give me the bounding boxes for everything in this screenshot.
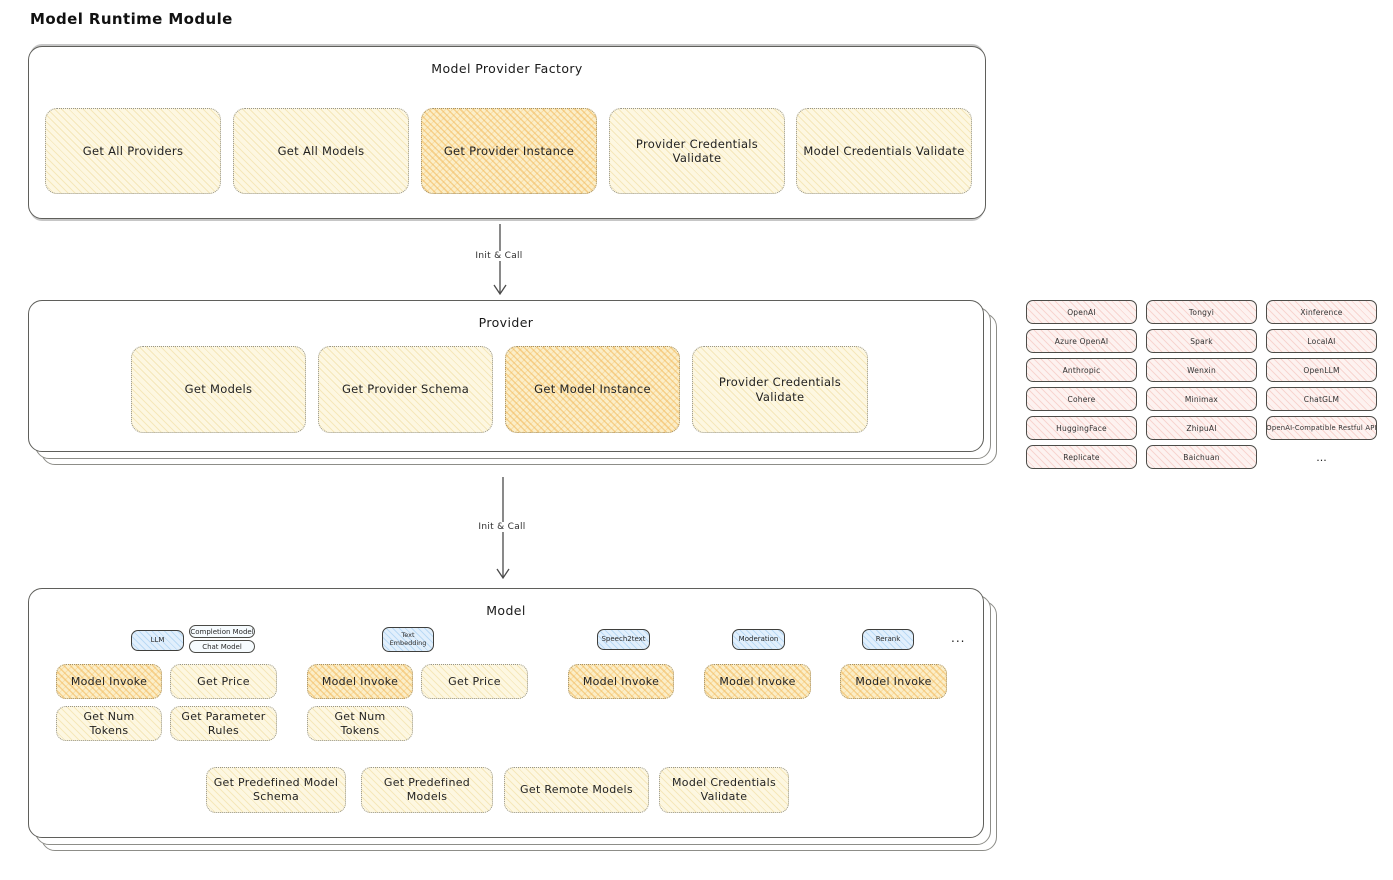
factory-container: Model Provider Factory Get All Providers… [28, 46, 986, 219]
model-box-get-parameter-rules: Get Parameter Rules [170, 706, 277, 741]
model-box-invoke-llm: Model Invoke [56, 664, 162, 699]
tags-ellipsis: ... [951, 631, 966, 645]
provider-list-ellipsis: ... [1316, 450, 1327, 464]
provider-chip-huggingface: HuggingFace [1026, 416, 1137, 440]
tag-completion-model: Completion Model [189, 625, 255, 638]
tag-moderation: Moderation [732, 629, 785, 650]
provider-box-get-provider-schema: Get Provider Schema [318, 346, 493, 433]
model-box-get-price-embedding: Get Price [421, 664, 528, 699]
provider-title: Provider [478, 315, 534, 330]
model-container: Model LLM Completion Model Chat Model Te… [28, 588, 984, 838]
model-box-get-price-llm: Get Price [170, 664, 277, 699]
provider-chip-tongyi: Tongyi [1146, 300, 1257, 324]
arrow-down-icon [492, 224, 508, 300]
model-box-invoke-speech2text: Model Invoke [568, 664, 674, 699]
page-title: Model Runtime Module [30, 10, 233, 28]
provider-chip-minimax: Minimax [1146, 387, 1257, 411]
provider-chip-chatglm: ChatGLM [1266, 387, 1377, 411]
provider-container: Provider Get Models Get Provider Schema … [28, 300, 984, 452]
provider-box-get-model-instance: Get Model Instance [505, 346, 680, 433]
provider-chip-cohere: Cohere [1026, 387, 1137, 411]
model-title: Model [486, 603, 526, 618]
provider-box-get-models: Get Models [131, 346, 306, 433]
provider-box-provider-credentials-validate: Provider Credentials Validate [692, 346, 868, 433]
provider-chip-wenxin: Wenxin [1146, 358, 1257, 382]
factory-box-provider-credentials-validate: Provider Credentials Validate [609, 108, 785, 194]
model-box-get-num-tokens-embedding: Get Num Tokens [307, 706, 413, 741]
model-box-model-credentials-validate: Model Credentials Validate [659, 767, 789, 813]
factory-box-get-all-models: Get All Models [233, 108, 409, 194]
tag-rerank: Rerank [862, 629, 914, 650]
init-call-label-1: Init & Call [471, 251, 527, 261]
factory-box-get-provider-instance: Get Provider Instance [421, 108, 597, 194]
provider-chip-spark: Spark [1146, 329, 1257, 353]
provider-chip-replicate: Replicate [1026, 445, 1137, 469]
provider-chip-anthropic: Anthropic [1026, 358, 1137, 382]
init-call-label-2: Init & Call [474, 522, 530, 532]
tag-chat-model: Chat Model [189, 640, 255, 653]
provider-chip-openai: OpenAI [1026, 300, 1137, 324]
provider-list: OpenAI Tongyi Xinference Azure OpenAI Sp… [1026, 300, 1377, 469]
model-box-invoke-moderation: Model Invoke [704, 664, 811, 699]
provider-chip-azure-openai: Azure OpenAI [1026, 329, 1137, 353]
provider-chip-localai: LocalAI [1266, 329, 1377, 353]
model-box-get-predefined-model-schema: Get Predefined Model Schema [206, 767, 346, 813]
provider-chip-baichuan: Baichuan [1146, 445, 1257, 469]
model-box-get-remote-models: Get Remote Models [504, 767, 649, 813]
tag-text-embedding: Text Embedding [382, 627, 434, 652]
model-box-get-predefined-models: Get Predefined Models [361, 767, 493, 813]
model-box-invoke-rerank: Model Invoke [840, 664, 947, 699]
factory-title: Model Provider Factory [431, 61, 583, 76]
provider-chip-xinference: Xinference [1266, 300, 1377, 324]
provider-chip-zhipuai: ZhipuAI [1146, 416, 1257, 440]
provider-chip-openllm: OpenLLM [1266, 358, 1377, 382]
model-box-get-num-tokens-llm: Get Num Tokens [56, 706, 162, 741]
provider-chip-openai-compatible: OpenAI-Compatible Restful API [1266, 416, 1377, 440]
factory-box-model-credentials-validate: Model Credentials Validate [796, 108, 972, 194]
tag-llm: LLM [131, 630, 184, 651]
tag-speech2text: Speech2text [597, 629, 650, 650]
model-box-invoke-embedding: Model Invoke [307, 664, 413, 699]
factory-box-get-all-providers: Get All Providers [45, 108, 221, 194]
